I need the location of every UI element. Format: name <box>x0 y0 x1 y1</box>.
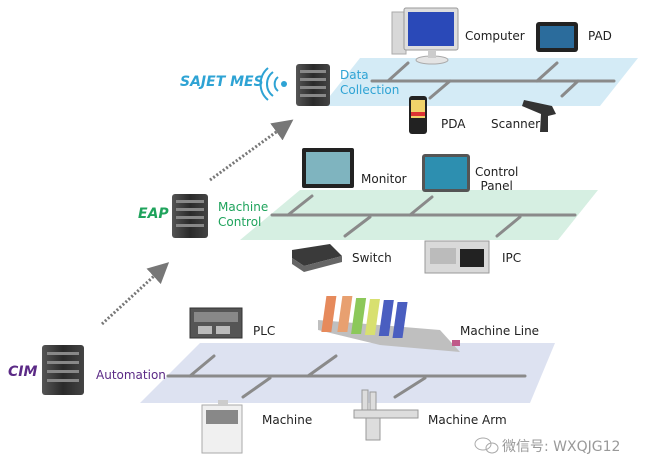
device-label-monitor: Monitor <box>361 172 407 186</box>
network-switch-icon <box>292 244 342 272</box>
tier-name-mes: SAJET MES <box>180 74 264 90</box>
mes-server-icon <box>296 64 330 106</box>
device-label-switch: Switch <box>352 251 392 265</box>
role-eap-line2: Control <box>218 215 262 229</box>
cim-network-plane <box>140 343 555 403</box>
device-label-pda: PDA <box>441 117 466 131</box>
tier-name-eap: EAP <box>138 206 169 222</box>
role-cim: Automation <box>96 368 166 383</box>
industrial-pc-icon <box>424 240 490 274</box>
machine-line-icon <box>318 296 460 352</box>
role-cim-line1: Automation <box>96 368 166 382</box>
watermark: 微信号: WXQJG12 <box>502 439 621 455</box>
machine-icon <box>201 400 243 454</box>
arrow-eap-to-mes <box>209 119 294 182</box>
monitor-icon <box>302 148 354 188</box>
device-label-ipc: IPC <box>502 251 522 265</box>
desktop-computer-icon <box>391 7 459 65</box>
device-label-scanner: Scanner <box>491 117 541 131</box>
tier-name-cim: CIM <box>8 364 38 380</box>
device-label-control-panel-line1: Control <box>475 165 519 179</box>
role-eap-line1: Machine <box>218 200 269 214</box>
device-label-plc: PLC <box>253 324 276 338</box>
arrow-cim-to-eap <box>100 262 170 326</box>
device-label-machine: Machine <box>262 413 313 427</box>
role-mes: Data Collection <box>340 68 399 98</box>
mes-bus <box>370 61 616 100</box>
role-mes-line2: Collection <box>340 83 400 97</box>
role-mes-line1: Data <box>340 68 369 82</box>
eap-server-icon <box>172 194 208 238</box>
cim-server-icon <box>42 345 84 395</box>
device-label-control-panel: Control Panel <box>475 165 518 193</box>
device-label-machine-arm: Machine Arm <box>428 413 507 427</box>
pda-icon <box>409 96 427 134</box>
device-label-computer: Computer <box>465 29 525 43</box>
wechat-icon <box>474 437 499 454</box>
barcode-scanner-icon <box>522 100 556 132</box>
wireless-signal-icon <box>259 67 287 101</box>
plc-icon <box>189 307 243 339</box>
device-label-pad: PAD <box>588 29 612 43</box>
role-eap: Machine Control <box>218 200 268 230</box>
device-label-machine-line: Machine Line <box>460 324 540 338</box>
cim-bus <box>166 354 527 399</box>
device-label-control-panel-line2: Panel <box>480 179 513 193</box>
control-panel-icon <box>422 154 470 192</box>
machine-arm-icon <box>353 389 419 441</box>
eap-bus <box>270 194 577 238</box>
tablet-icon <box>536 22 578 52</box>
